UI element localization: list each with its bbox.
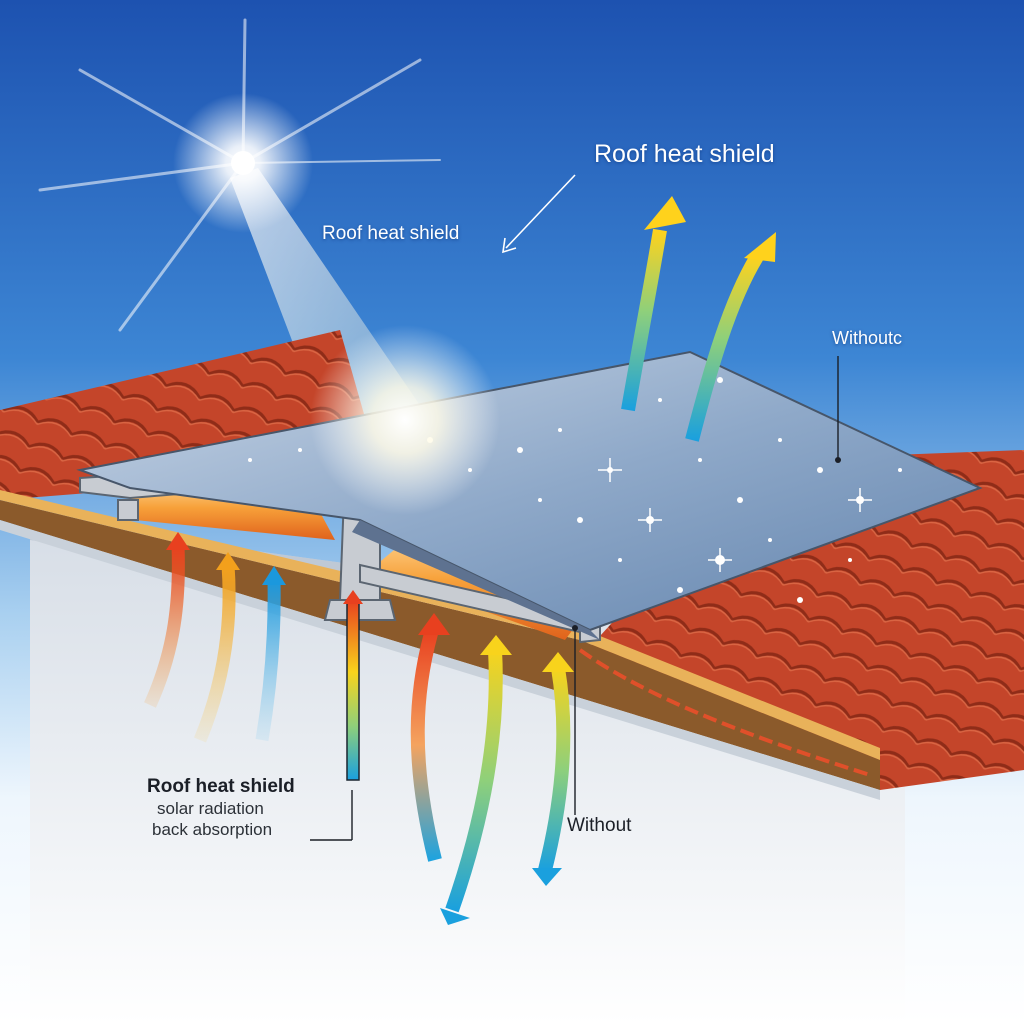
legend-line-1: solar radiation (157, 799, 264, 818)
without-label: Without (567, 815, 632, 836)
leader-lines (310, 356, 839, 841)
without-arrow-red (410, 628, 442, 862)
legend-title: Roof heat shield (147, 776, 295, 797)
legend-line-2: back absorption (152, 820, 273, 839)
reflected-arrow-1 (621, 228, 667, 412)
heat-arrow-hot (144, 544, 185, 708)
sky-label-left: Roof heat shield (322, 223, 460, 244)
heat-arrow-cool (255, 579, 281, 742)
top-leader-line (502, 174, 576, 254)
sky-label-right: Withoutc (832, 328, 903, 348)
sun-core (231, 151, 255, 175)
reflected-arrow-2 (685, 251, 764, 442)
title-label: Roof heat shield (594, 140, 775, 168)
without-arrow-green (538, 666, 571, 872)
panel-star-glints (598, 458, 872, 572)
center-heat-column (346, 599, 360, 781)
sun-flare (310, 325, 500, 515)
heat-arrow-warm (193, 564, 236, 743)
without-arrow-yellow (445, 649, 503, 913)
